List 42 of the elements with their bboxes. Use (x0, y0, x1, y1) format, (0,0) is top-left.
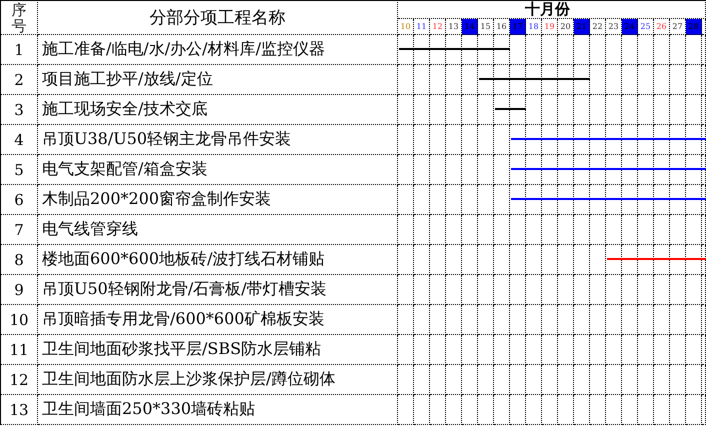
highlighted-day-cell: 17 (510, 19, 526, 35)
highlighted-day-cell: 21 (574, 19, 590, 35)
row-number: 7 (0, 215, 38, 245)
row-number: 6 (0, 185, 38, 215)
day-cell: 22 (590, 19, 606, 35)
day-cell: 18 (526, 19, 542, 35)
header-cell: 序号 (0, 0, 38, 35)
row-number: 13 (0, 395, 38, 425)
row-number: 11 (0, 335, 38, 365)
task-name: 吊顶U50轻钢附龙骨/石膏板/带灯槽安装 (38, 275, 398, 305)
task-name: 电气支架配管/箱盒安装 (38, 155, 398, 185)
day-cell: 25 (638, 19, 654, 35)
row-number: 10 (0, 305, 38, 335)
row-number: 12 (0, 365, 38, 395)
day-cell: 12 (430, 19, 446, 35)
day-cell: 15 (478, 19, 494, 35)
row-number: 5 (0, 155, 38, 185)
row-number: 1 (0, 35, 38, 65)
highlighted-day-cell: 28 (686, 19, 702, 35)
highlighted-day-cell: 24 (622, 19, 638, 35)
highlighted-day-cell: 14 (462, 19, 478, 35)
row-number: 2 (0, 65, 38, 95)
row-number: 8 (0, 245, 38, 275)
task-name: 施工现场安全/技术交底 (38, 95, 398, 125)
task-name: 卫生间地面砂浆找平层/SBS防水层铺粘 (38, 335, 398, 365)
task-name: 吊顶U38/U50轻钢主龙骨吊件安装 (38, 125, 398, 155)
day-cell: 26 (654, 19, 670, 35)
task-name: 项目施工抄平/放线/定位 (38, 65, 398, 95)
task-name: 卫生间墙面250*330墙砖粘贴 (38, 395, 398, 425)
row-number: 4 (0, 125, 38, 155)
row-number: 3 (0, 95, 38, 125)
day-cell: 11 (414, 19, 430, 35)
task-name: 楼地面600*600地板砖/波打线石材铺贴 (38, 245, 398, 275)
row-number: 9 (0, 275, 38, 305)
header-cell: 分部分项工程名称 (38, 0, 398, 35)
task-name: 电气线管穿线 (38, 215, 398, 245)
day-cell: 19 (542, 19, 558, 35)
task-name: 木制品200*200窗帘盒制作安装 (38, 185, 398, 215)
task-name: 吊顶暗插专用龙骨/600*600矿棉板安装 (38, 305, 398, 335)
task-name: 施工准备/临电/水/办公/材料库/监控仪器 (38, 35, 398, 65)
task-name: 卫生间地面防水层上沙浆保护层/蹲位砌体 (38, 365, 398, 395)
day-cell: 10 (398, 19, 414, 35)
